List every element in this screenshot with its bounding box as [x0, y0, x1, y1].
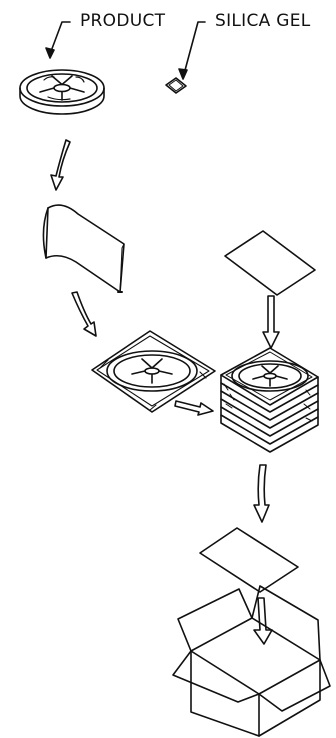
product-leader-line: [46, 22, 70, 58]
shipping-box: [173, 586, 330, 736]
product-reel: [20, 70, 104, 114]
arrow-bag-to-sealed: [72, 292, 96, 336]
moisture-barrier-bag: [43, 205, 124, 292]
sealed-bag-with-reel: [92, 331, 215, 412]
silica-gel-packet: [166, 78, 186, 93]
arrow-card-to-stack: [263, 296, 279, 348]
label-card: [225, 231, 315, 295]
stacked-sealed-bags: [221, 348, 318, 452]
arrow-stack-to-lid: [254, 465, 269, 522]
arrow-reel-to-bag: [51, 140, 70, 190]
lid-card: [200, 528, 298, 592]
arrow-sealed-to-stack: [175, 401, 213, 415]
silica-gel-leader-line: [179, 22, 205, 79]
